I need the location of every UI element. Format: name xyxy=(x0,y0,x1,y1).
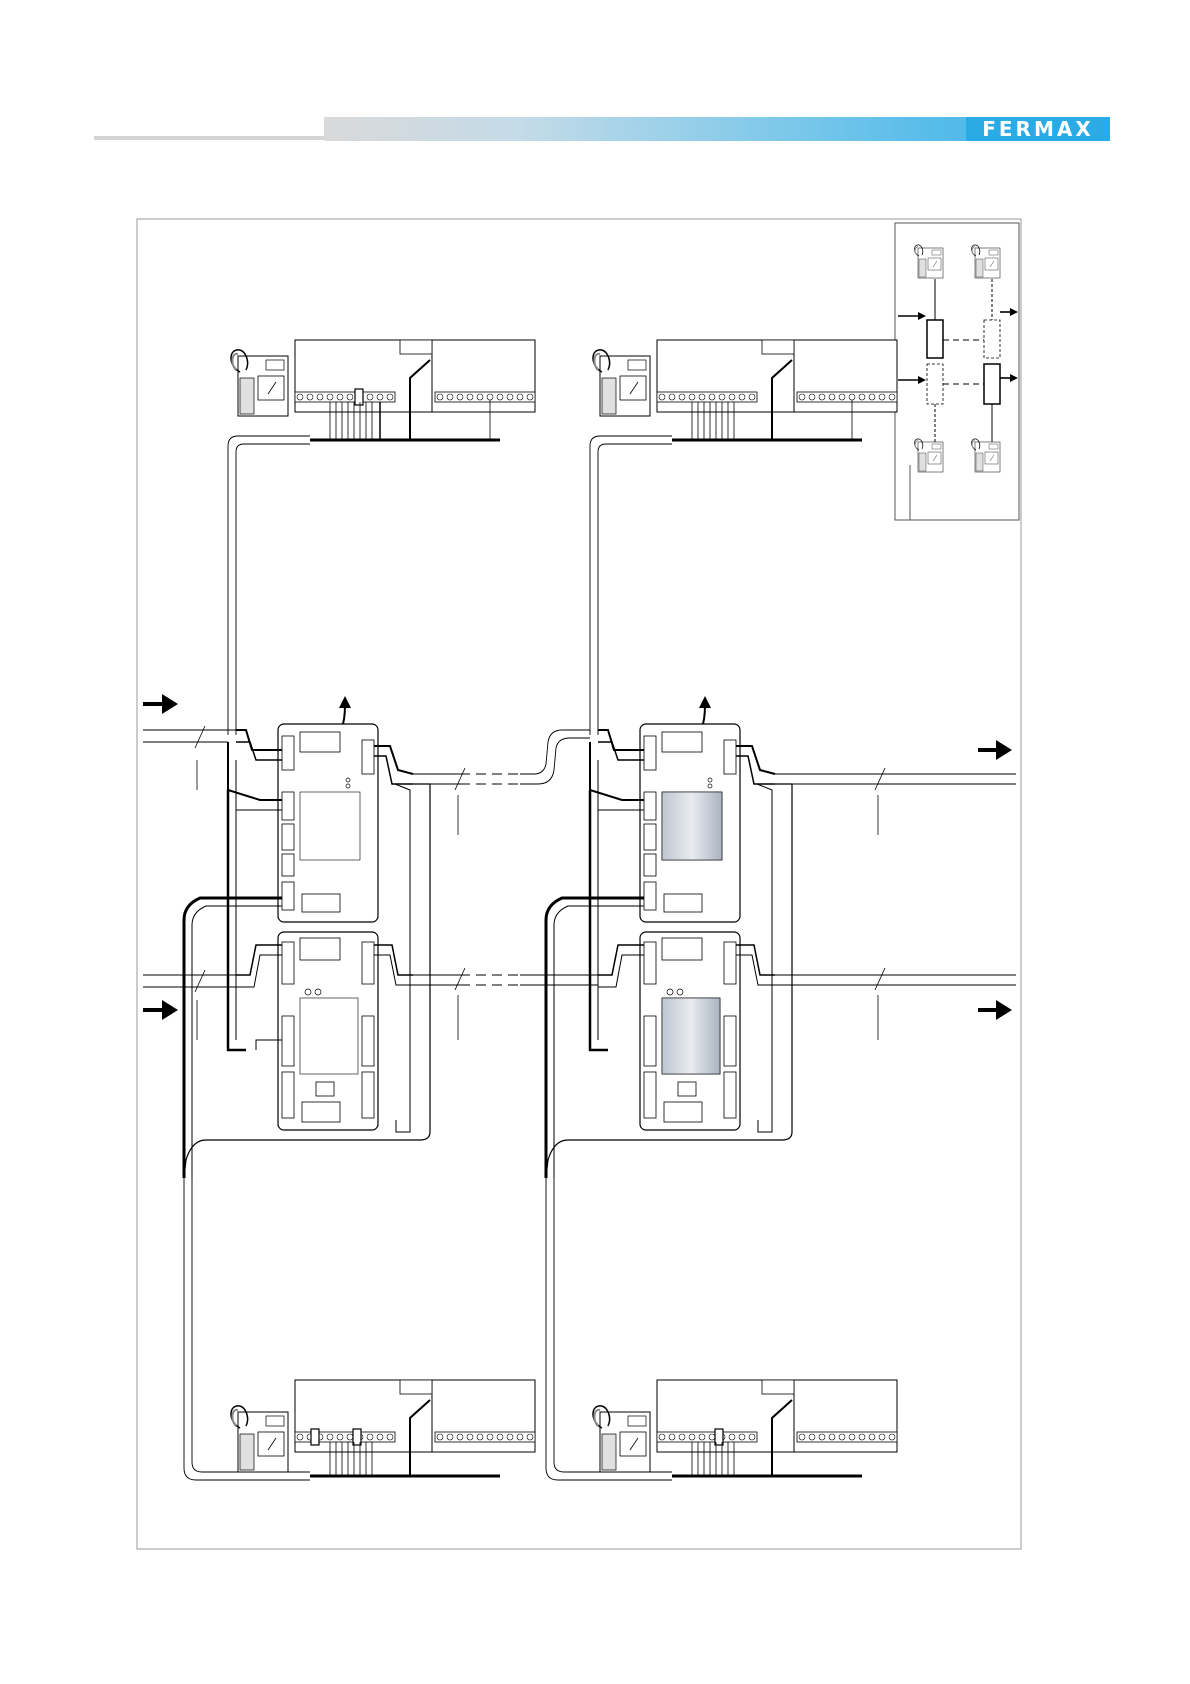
distributor-left-upper xyxy=(278,724,378,922)
distributor-right-lower xyxy=(640,932,740,1130)
distributor-right-upper xyxy=(640,724,740,922)
riser-cables xyxy=(184,436,672,1480)
monitor-bottom-left xyxy=(231,1380,535,1476)
monitor-top-left xyxy=(231,340,535,440)
diagram-frame xyxy=(137,219,1021,1549)
distributor-left-lower xyxy=(278,932,378,1130)
monitor-bottom-right xyxy=(593,1380,897,1476)
monitor-top-right xyxy=(593,340,897,440)
inset-box xyxy=(895,223,1019,520)
flow-arrows xyxy=(143,694,1012,1020)
